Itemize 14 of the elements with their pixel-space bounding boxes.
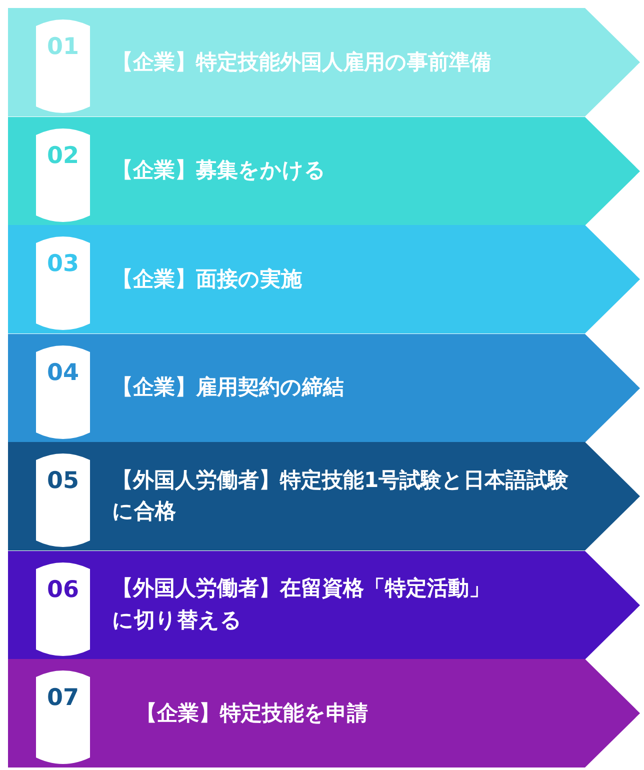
step-number: 05 xyxy=(46,468,80,496)
step-text: 【外国人労働者】特定技能1号試験と日本語試験に合格 xyxy=(112,466,570,526)
step-text: 【企業】雇用契約の締結 xyxy=(112,374,345,401)
step-number: 02 xyxy=(46,142,80,170)
step-number: 01 xyxy=(46,34,80,62)
step-number: 04 xyxy=(46,360,80,388)
step-number: 06 xyxy=(46,576,80,604)
step-number: 03 xyxy=(46,251,80,279)
step-text: 【外国人労働者】在留資格「特定活動」に切り替える xyxy=(112,575,491,634)
step-text: 【企業】特定技能を申請 xyxy=(136,700,369,726)
step-text: 【企業】募集をかける xyxy=(112,157,327,184)
step-number: 07 xyxy=(46,685,80,713)
step-text: 【企業】面接の実施 xyxy=(112,266,303,292)
step-text: 【企業】特定技能外国人雇用の事前準備 xyxy=(112,48,492,76)
